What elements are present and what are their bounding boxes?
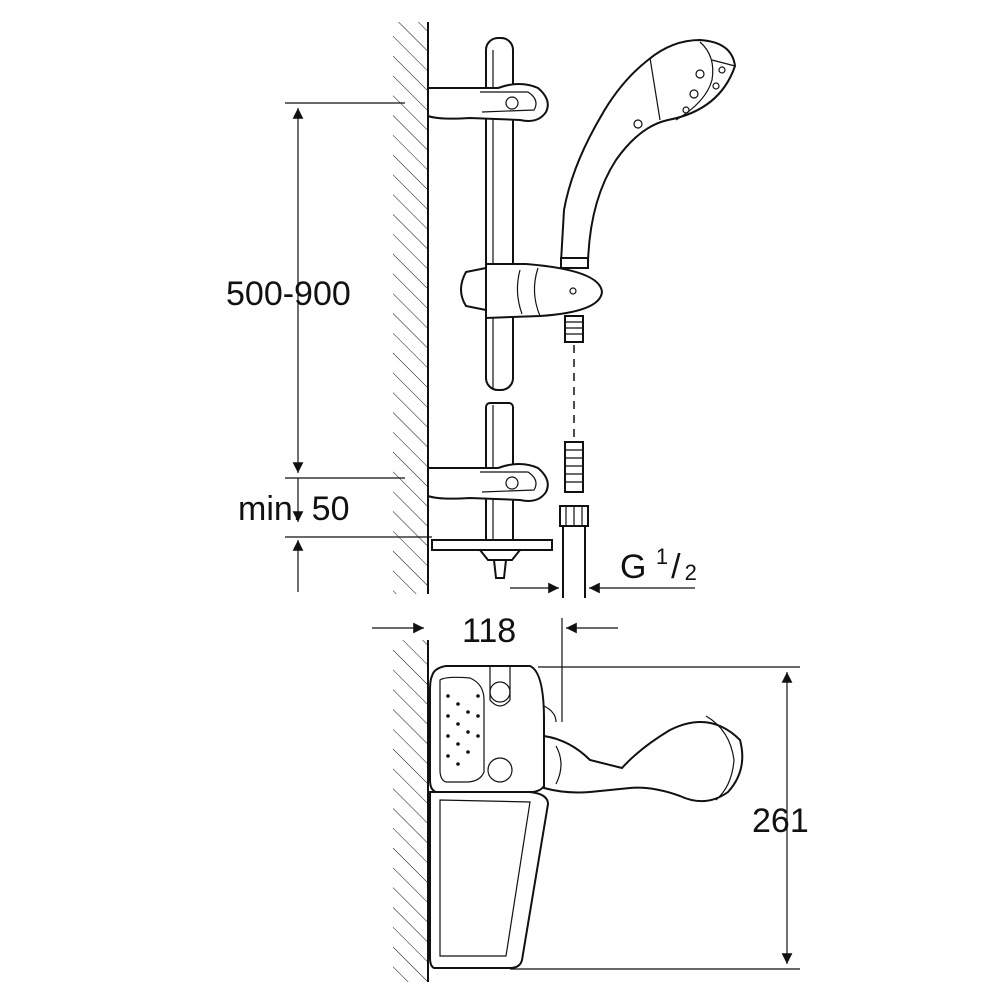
projection-label: 118 <box>462 612 516 650</box>
hand-shower <box>559 38 737 343</box>
upper-wall-bracket <box>427 83 549 122</box>
lower-wall-bracket <box>427 463 549 502</box>
hose-connector <box>559 441 589 598</box>
thread-label: G 1 / 2 <box>620 544 697 586</box>
soap-dish-height-label: 261 <box>752 802 809 840</box>
soap-dish-height-dimension: 261 <box>510 666 809 970</box>
rail-height-dimension: 500-900 <box>226 102 405 479</box>
thread-dimension: G 1 / 2 <box>510 544 697 594</box>
lower-wall <box>393 640 429 982</box>
projection-dimension: 118 <box>372 612 618 722</box>
min-clearance-dimension: min. 50 <box>238 478 432 592</box>
holder-knob <box>543 705 744 803</box>
soap-dish-holder <box>429 665 550 969</box>
min-clearance-label: min. 50 <box>238 490 350 528</box>
slider-holder <box>460 263 604 320</box>
rail-base-plate <box>431 539 553 579</box>
rail-height-label: 500-900 <box>226 275 351 313</box>
upper-wall <box>393 22 429 594</box>
